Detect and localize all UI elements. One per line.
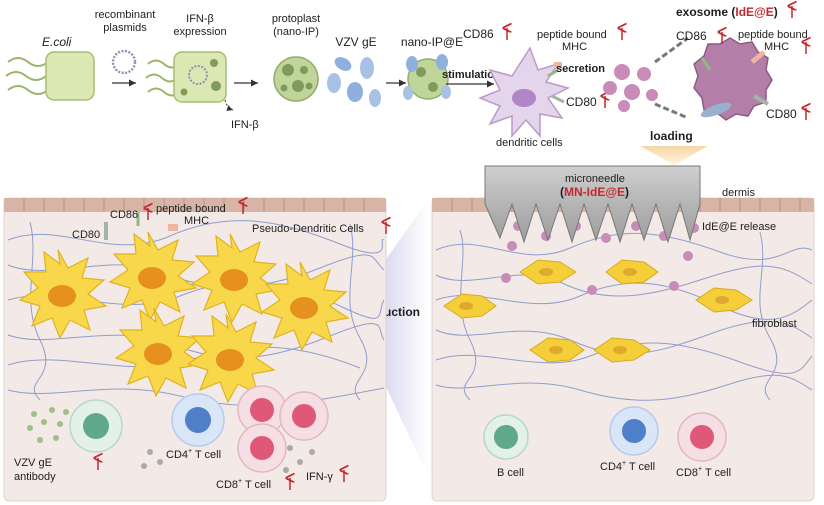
antibody-label-2: antibody — [14, 471, 56, 483]
right-collagen-fibers — [435, 229, 813, 401]
secretion-label: secretion — [556, 63, 605, 75]
ifn-label-1: IFN-β — [186, 13, 214, 25]
ifn-gamma-label: IFN-γ — [306, 471, 333, 483]
pipeline-row: E.coli recombinant plasmids IFN-β expres… — [5, 5, 808, 165]
dc-cd80-label: CD80 — [566, 95, 597, 109]
microneedle-patch — [484, 165, 701, 244]
b-cell-label: B cell — [497, 467, 524, 479]
fibroblast-label: fibroblast — [752, 318, 797, 330]
ifn-label-2: expression — [173, 26, 226, 38]
loading-label: loading — [650, 129, 693, 143]
dc-peptide-label-2: MHC — [562, 41, 587, 53]
released-exosomes — [501, 221, 699, 295]
left-cd8-label: CD8+ T cell — [216, 478, 271, 491]
left-panel-skin: CD86 peptide bound MHC CD80 Pseudo-Dendr… — [3, 198, 386, 502]
zoom-line-bottom — [654, 102, 689, 120]
dc-label: dendritic cells — [496, 137, 563, 149]
vzv-label: VZV gE — [335, 35, 376, 49]
left-cd86-label: CD86 — [110, 209, 138, 221]
pseudo-dendritic-cells — [18, 212, 350, 404]
right-cd8-tcell — [677, 412, 727, 462]
right-panel-skin: microneedle (MN-IdE@E) dermis IdE@E rele… — [431, 165, 815, 502]
right-cd8-label: CD8+ T cell — [676, 466, 731, 479]
antibody-label-1: VZV gE — [14, 457, 52, 469]
cytokine-dots — [141, 445, 315, 473]
left-cd4-label: CD4+ T cell — [166, 448, 221, 461]
vzv-ge-protein — [327, 57, 381, 107]
ecoli-label: E.coli — [42, 35, 72, 49]
microneedle-label: microneedle — [565, 173, 625, 185]
plasmids-label-1: recombinant — [95, 9, 156, 21]
protoplast-label-1: protoplast — [272, 13, 320, 25]
exo-cd80-label: CD80 — [766, 107, 797, 121]
mn-name-label: (MN-IdE@E) — [560, 185, 629, 199]
nanoip-particle — [403, 54, 451, 100]
left-peptide-label-2: MHC — [184, 215, 209, 227]
right-cd4-tcell — [609, 406, 659, 456]
stimulation-label: stimulation — [442, 69, 501, 81]
ecoli-bacterium — [5, 51, 95, 101]
left-b-cell — [69, 399, 123, 453]
left-cd4-tcell — [171, 393, 225, 447]
secreted-exosomes — [603, 64, 658, 112]
ifn-secretion-arrow — [224, 99, 234, 111]
dc-peptide-label-1: peptide bound — [537, 29, 607, 41]
plasmids-label-2: plasmids — [103, 22, 147, 34]
exosome-detail — [693, 37, 773, 121]
left-cd8-tcells — [237, 385, 329, 473]
left-cd80-label: CD80 — [72, 229, 100, 241]
ifn-expressing-bacterium — [145, 51, 227, 103]
exo-cd86-label: CD86 — [676, 29, 707, 43]
protoplast-label-2: (nano-IP) — [273, 26, 319, 38]
pseudo-dc-label: Pseudo-Dendritic Cells — [252, 223, 364, 235]
dc-cd86-label: CD86 — [463, 27, 494, 41]
nanoip-label: nano-IP@E — [401, 35, 463, 49]
dermis-label: dermis — [722, 187, 756, 199]
release-label: IdE@E release — [702, 221, 776, 233]
ifn-output-label: IFN-β — [231, 119, 259, 131]
plasmid-icon — [111, 49, 137, 75]
exosome-label: exosome (IdE@E) — [676, 5, 778, 19]
protoplast-icon — [273, 56, 319, 102]
exo-peptide-label-1: peptide bound — [738, 29, 808, 41]
b-cell — [483, 414, 529, 460]
left-peptide-label-1: peptide bound — [156, 203, 226, 215]
right-cd4-label: CD4+ T cell — [600, 460, 655, 473]
dendritic-cell — [477, 46, 571, 138]
loading-arrow — [640, 146, 708, 165]
antibody-dots — [27, 407, 69, 443]
induction-arrow — [350, 200, 428, 476]
zoom-line-top — [654, 36, 689, 64]
exo-peptide-label-2: MHC — [764, 41, 789, 53]
